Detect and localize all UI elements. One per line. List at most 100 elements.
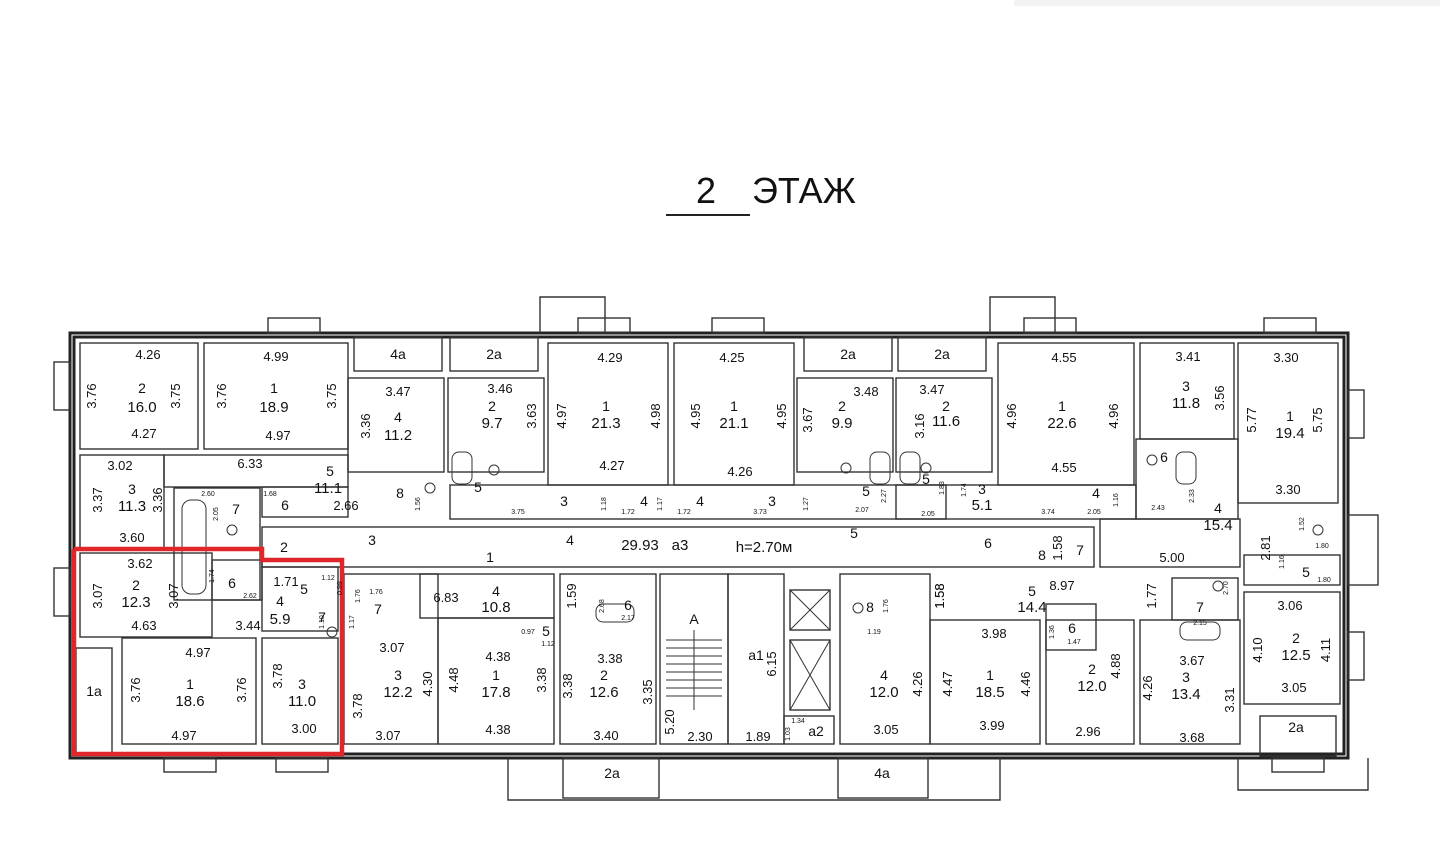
room-number: 1 <box>186 676 194 692</box>
unit-number: 3 <box>560 493 568 509</box>
ceiling-height: h=2.70м <box>736 539 793 556</box>
room-dim: 3.41 <box>1175 349 1200 364</box>
lift-label: а1 <box>748 647 764 663</box>
small-dim: 2.05 <box>1087 509 1101 516</box>
room-area: 12.6 <box>589 684 618 701</box>
small-dim: 1.19 <box>867 629 881 636</box>
balcony-label: 4а <box>874 765 890 781</box>
room-area: 9.7 <box>482 415 503 432</box>
room-area: 12.0 <box>1077 678 1106 695</box>
small-dim: 1.47 <box>1067 639 1081 646</box>
room-number: 5 <box>326 463 334 479</box>
small-dim: 0.99 <box>337 581 344 595</box>
room-number: 1 <box>1286 408 1294 424</box>
room-dim: 4.96 <box>1106 403 1121 428</box>
corridor-dim: 1.58 <box>932 583 947 608</box>
unit-number: 5 <box>542 623 550 639</box>
unit-area: 5.1 <box>972 497 993 514</box>
unit-number: 8 <box>396 485 404 501</box>
room-area: 11.3 <box>118 498 146 515</box>
small-dim: 1.74 <box>209 569 216 583</box>
room-dim: 4.26 <box>910 671 925 696</box>
a2-label: а2 <box>808 723 824 739</box>
room-dim: 1.71 <box>273 574 298 589</box>
room-area: 11.8 <box>1172 395 1200 412</box>
small-dim: 1.56 <box>415 497 422 511</box>
room-dim: 3.00 <box>291 721 316 736</box>
room-dim: 4.97 <box>265 428 290 443</box>
floor-number: 2 <box>696 170 717 211</box>
room-dim: 3.76 <box>214 383 229 408</box>
room-dim: 3.44 <box>235 618 260 633</box>
unit-number: 5 <box>474 479 482 495</box>
room-number: 3 <box>1182 378 1190 394</box>
small-dim: 1.83 <box>939 481 946 495</box>
unit-number: 6 <box>1160 449 1168 465</box>
small-dim: 1.80 <box>1317 577 1331 584</box>
room-number: 2 <box>942 398 950 414</box>
corridor-number: 7 <box>1076 542 1084 558</box>
room-dim: 4.26 <box>135 347 160 362</box>
room-dim: 3.47 <box>919 382 944 397</box>
room-dim: 4.11 <box>1318 638 1333 662</box>
room-number: 3 <box>128 481 136 497</box>
room-dim: 3.36 <box>358 413 373 438</box>
room-labels: 4.26 2 16.0 3.76 3.75 4.27 4.99 1 18.9 3… <box>84 346 1333 781</box>
room-dim: 5.75 <box>1310 407 1325 432</box>
room-number: 2 <box>1088 661 1096 677</box>
room-dim: 4.38 <box>485 722 510 737</box>
stair-label: А <box>689 611 699 627</box>
room-dim: 4.95 <box>688 403 703 428</box>
corridor-number: 3 <box>368 532 376 548</box>
room-number: 1 <box>492 667 500 683</box>
highlighted-apartment-outline <box>71 546 345 757</box>
corridor-area: 29.93 <box>621 537 659 554</box>
corridor-label: а3 <box>672 537 689 554</box>
room-area: 19.4 <box>1275 425 1304 442</box>
room-dim: 3.16 <box>912 413 927 438</box>
small-dim: 1.16 <box>1113 493 1120 507</box>
room-dim: 3.98 <box>981 626 1006 641</box>
corridor-dim: 1.58 <box>1050 535 1065 560</box>
small-dim: 1.52 <box>1299 517 1306 531</box>
small-dim: 1.17 <box>657 497 664 511</box>
room-dim: 4.55 <box>1051 460 1076 475</box>
room-dim: 1.58 <box>932 583 947 608</box>
small-dim: 1.72 <box>621 509 635 516</box>
room-dim: 3.76 <box>128 677 143 702</box>
balcony-label: 4а <box>390 346 406 362</box>
small-dim: 1.03 <box>785 727 792 741</box>
room-dim: 3.05 <box>1281 680 1306 695</box>
small-dim: 2.70 <box>1223 581 1230 595</box>
small-dim: 2.68 <box>599 599 606 613</box>
small-dim: 1.36 <box>1049 625 1056 639</box>
room-dim: 3.63 <box>524 403 539 428</box>
unit-number: 5 <box>922 471 930 487</box>
room-dim: 3.78 <box>350 693 365 718</box>
room-area: 5.9 <box>270 611 291 628</box>
small-dim: 2.05 <box>213 507 220 521</box>
unit-number: 3 <box>978 481 986 497</box>
room-dim: 3.46 <box>487 381 512 396</box>
room-dim: 4.55 <box>1051 350 1076 365</box>
background-strip <box>1014 0 1440 6</box>
room-dim: 3.76 <box>234 677 249 702</box>
small-dim: 1.34 <box>791 718 805 725</box>
room-number: 4 <box>276 593 284 609</box>
lift-dim: 6.15 <box>764 651 779 676</box>
small-dim: 2.05 <box>921 511 935 518</box>
room-area: 11.2 <box>384 427 412 444</box>
room-dim: 4.29 <box>597 350 622 365</box>
room-area: 14.4 <box>1017 599 1046 616</box>
room-dim: 3.67 <box>800 407 815 432</box>
room-dim: 4.25 <box>719 350 744 365</box>
room-number: 1 <box>1058 398 1066 414</box>
lift-dim: 1.89 <box>745 729 770 744</box>
room-dim: 4.26 <box>1140 675 1155 700</box>
room-number: 3 <box>1182 669 1190 685</box>
room-dim: 3.48 <box>853 384 878 399</box>
room-dim: 6.83 <box>433 590 458 605</box>
room-dim: 3.30 <box>1273 350 1298 365</box>
room-area: 12.0 <box>869 684 898 701</box>
balcony-label: 2а <box>840 346 856 362</box>
